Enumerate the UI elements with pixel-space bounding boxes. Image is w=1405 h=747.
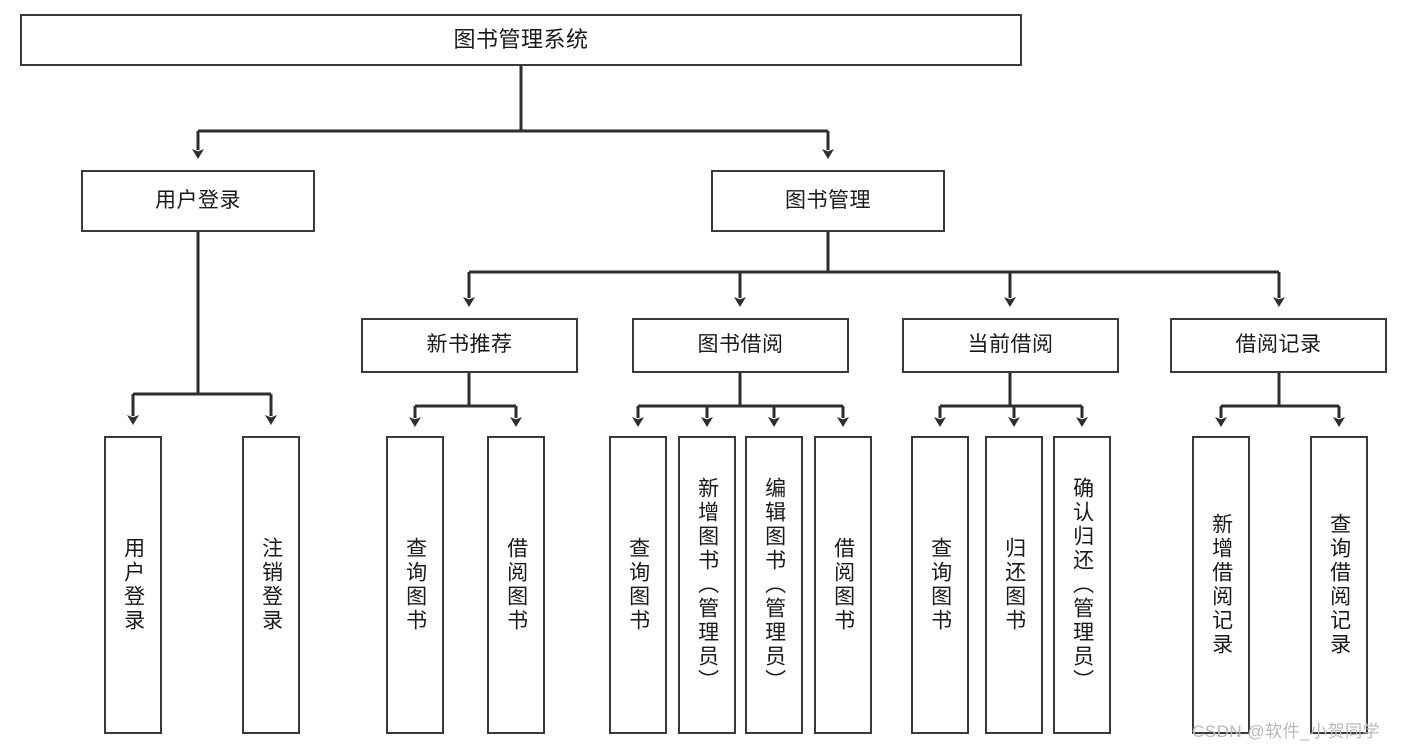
node-label: 图书管理 [785, 188, 871, 212]
node-label: 新增借阅记录 [1209, 513, 1233, 657]
leaf-borrow-book[interactable]: 借阅图书 [814, 436, 872, 734]
leaf-user-login[interactable]: 用户登录 [104, 436, 162, 734]
node-label: 查询图书 [626, 537, 650, 633]
node-label: 借阅图书 [504, 537, 528, 633]
leaf-add-borrow-record[interactable]: 新增借阅记录 [1192, 436, 1250, 734]
node-label: 注销登录 [259, 537, 283, 633]
node-user-login[interactable]: 用户登录 [81, 170, 315, 232]
node-label: 编辑图书（管理员） [762, 477, 786, 693]
node-label: 归还图书 [1002, 537, 1026, 633]
node-label: 确认归还（管理员） [1070, 477, 1094, 693]
leaf-query-book-current[interactable]: 查询图书 [911, 436, 969, 734]
node-borrow-record[interactable]: 借阅记录 [1170, 318, 1387, 373]
leaf-add-book-admin[interactable]: 新增图书（管理员） [678, 436, 736, 734]
node-label: 新书推荐 [426, 333, 513, 357]
leaf-query-book-recommend[interactable]: 查询图书 [386, 436, 444, 734]
leaf-return-book[interactable]: 归还图书 [985, 436, 1043, 734]
leaf-query-book-borrow[interactable]: 查询图书 [609, 436, 667, 734]
node-label: 图书管理系统 [453, 27, 589, 53]
node-label: 查询借阅记录 [1327, 513, 1351, 657]
node-label: 查询图书 [403, 537, 427, 633]
node-new-book-recommend[interactable]: 新书推荐 [361, 318, 578, 373]
watermark: CSDN @软件_小贺同学 [1192, 722, 1381, 741]
node-current-borrow[interactable]: 当前借阅 [902, 318, 1119, 373]
leaf-confirm-return-admin[interactable]: 确认归还（管理员） [1053, 436, 1111, 734]
node-book-management[interactable]: 图书管理 [711, 170, 945, 232]
node-book-borrow[interactable]: 图书借阅 [632, 318, 849, 373]
node-label: 当前借阅 [967, 333, 1054, 357]
leaf-logout[interactable]: 注销登录 [242, 436, 300, 734]
node-label: 图书借阅 [697, 333, 784, 357]
leaf-edit-book-admin[interactable]: 编辑图书（管理员） [745, 436, 803, 734]
leaf-query-borrow-record[interactable]: 查询借阅记录 [1310, 436, 1368, 734]
node-label: 新增图书（管理员） [695, 477, 719, 693]
node-root-system[interactable]: 图书管理系统 [20, 14, 1022, 66]
node-label: 借阅记录 [1235, 333, 1322, 357]
node-label: 用户登录 [121, 537, 145, 633]
node-label: 用户登录 [155, 188, 241, 212]
node-label: 查询图书 [928, 537, 952, 633]
leaf-borrow-book-recommend[interactable]: 借阅图书 [487, 436, 545, 734]
node-label: 借阅图书 [831, 537, 855, 633]
